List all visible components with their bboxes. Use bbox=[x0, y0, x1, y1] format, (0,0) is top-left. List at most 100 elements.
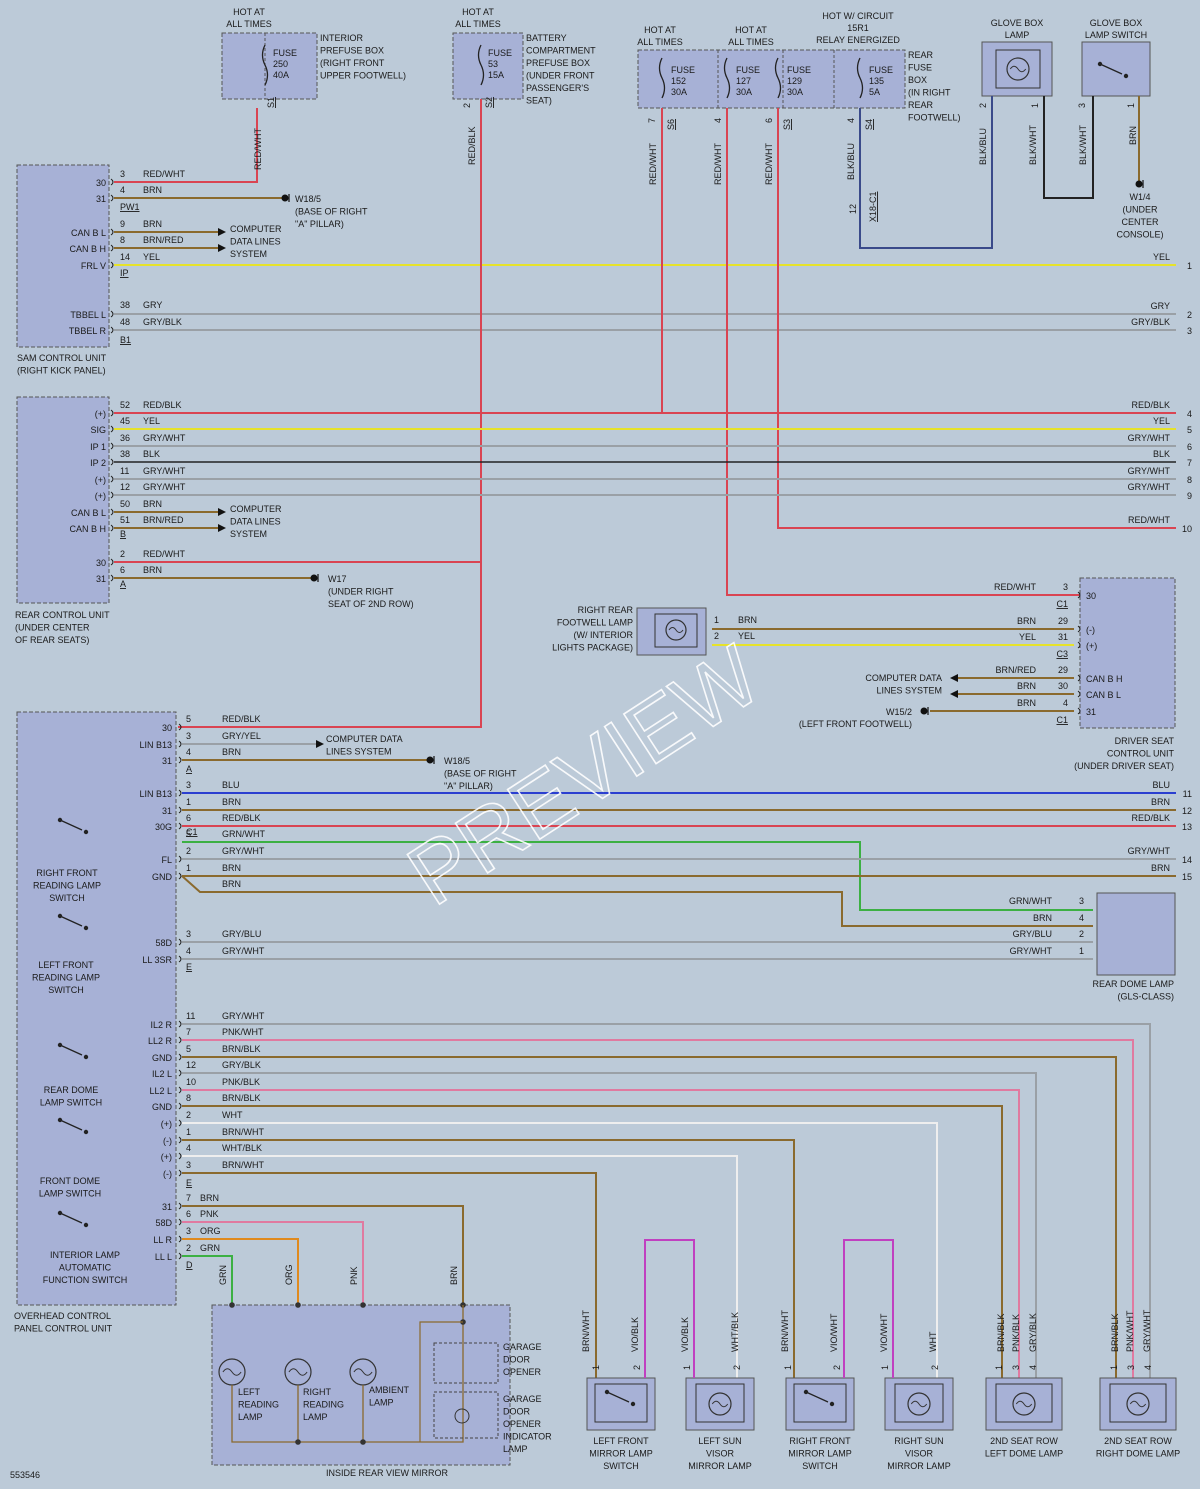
wire-color: WHT/BLK bbox=[222, 1143, 262, 1153]
wire-fuse135 bbox=[859, 96, 993, 249]
lamp-icon bbox=[1006, 57, 1030, 81]
ground-label: (BASE OF RIGHT bbox=[295, 207, 368, 217]
wire-color: GRY bbox=[1151, 301, 1170, 311]
bottom-component-5 bbox=[1099, 1377, 1177, 1431]
lamp-icon bbox=[1126, 1392, 1150, 1416]
fuse-label: FUSE bbox=[671, 65, 695, 75]
computer-data-lines-label: COMPUTER bbox=[230, 224, 282, 234]
hot-label: RELAY ENERGIZED bbox=[816, 35, 900, 45]
pin: 1 bbox=[591, 1365, 601, 1370]
pin: 3 bbox=[186, 929, 191, 939]
pin-icon bbox=[178, 1053, 182, 1061]
bottom-component-2 bbox=[785, 1377, 855, 1431]
pin: 50 bbox=[120, 499, 130, 509]
pin-label: CAN B L bbox=[1086, 690, 1121, 700]
wire-color: VIO/WHT bbox=[879, 1313, 889, 1352]
pin: 3 bbox=[1011, 1365, 1021, 1370]
pin: 1 bbox=[186, 797, 191, 807]
switch-label: SWITCH bbox=[49, 893, 85, 903]
ground-icon bbox=[1135, 180, 1143, 188]
pin: 36 bbox=[120, 433, 130, 443]
inside-rear-view-mirror-label: INSIDE REAR VIEW MIRROR bbox=[326, 1468, 449, 1478]
wire-sam-30 bbox=[114, 108, 258, 183]
wire-number: 1 bbox=[1187, 261, 1192, 271]
pin-icon bbox=[178, 1069, 182, 1077]
pin-icon bbox=[110, 558, 114, 566]
pin-icon bbox=[178, 1169, 182, 1177]
fuse-label: FUSE bbox=[787, 65, 811, 75]
pin-icon bbox=[110, 194, 114, 202]
pin-label: 30 bbox=[96, 558, 106, 568]
pin: 45 bbox=[120, 416, 130, 426]
garage-door-opener-indicator-label: INDICATOR bbox=[503, 1432, 552, 1442]
wire-color: BLK/BLU bbox=[978, 128, 988, 165]
lamp-housing bbox=[995, 49, 1041, 89]
wire-color: BRN/WHT bbox=[581, 1310, 591, 1352]
right-rear-footwell-lamp-label: FOOTWELL LAMP bbox=[557, 618, 633, 628]
connector-label: S4 bbox=[864, 119, 874, 130]
wire-color: BLK bbox=[1153, 449, 1170, 459]
pin: 1 bbox=[994, 1365, 1004, 1370]
pin: 38 bbox=[120, 300, 130, 310]
wire-color: BRN bbox=[1151, 863, 1170, 873]
ground-label: W18/5 bbox=[295, 194, 321, 204]
pin-label: 30G bbox=[155, 822, 172, 832]
bottom-component-label: 2ND SEAT ROW bbox=[1104, 1436, 1172, 1446]
pin-label: LL2 L bbox=[149, 1086, 172, 1096]
hot-label: ALL TIMES bbox=[637, 37, 683, 47]
pin: 12 bbox=[848, 204, 858, 214]
wire-color: YEL bbox=[1153, 416, 1170, 426]
lamp-icon bbox=[711, 1400, 729, 1408]
wire-color: PNK/BLK bbox=[1011, 1314, 1021, 1352]
rear-fuse-box-label: REAR bbox=[908, 50, 934, 60]
wire-fuse127 bbox=[726, 108, 1080, 596]
rear-control-unit-label: OF REAR SEATS) bbox=[15, 635, 89, 645]
pin: 1 bbox=[880, 1365, 890, 1370]
switch-label: LAMP SWITCH bbox=[40, 1098, 102, 1108]
pin: 14 bbox=[120, 252, 130, 262]
garage-door-opener-label: OPENER bbox=[503, 1367, 542, 1377]
pin-label: GND bbox=[152, 1053, 173, 1063]
pin: 7 bbox=[186, 1193, 191, 1203]
wire-color: YEL bbox=[738, 631, 755, 641]
connector-label: E bbox=[186, 962, 192, 972]
wire-color: GRN/WHT bbox=[1009, 896, 1052, 906]
wire-color: BRN bbox=[449, 1266, 459, 1285]
wire-color: GRY/BLU bbox=[222, 929, 261, 939]
fuse-label: 129 bbox=[787, 76, 802, 86]
lamp-housing bbox=[894, 1383, 944, 1423]
ground-label: W17 bbox=[328, 574, 347, 584]
pin: 4 bbox=[186, 747, 191, 757]
wire-color: GRN bbox=[218, 1265, 228, 1285]
wire-color: PNK/WHT bbox=[222, 1027, 264, 1037]
fuse-label: 152 bbox=[671, 76, 686, 86]
fuse-label: 250 bbox=[273, 59, 288, 69]
pin-icon bbox=[1077, 591, 1081, 599]
indicator-icon bbox=[454, 1408, 470, 1424]
lamp-icon bbox=[665, 619, 687, 641]
pin-label: CAN B H bbox=[1086, 674, 1123, 684]
rear-control-unit bbox=[16, 396, 110, 604]
pin-label: 30 bbox=[162, 723, 172, 733]
wire-ohc-d bbox=[182, 1023, 1151, 1378]
splice-dot bbox=[229, 1302, 235, 1308]
wire-gdo bbox=[419, 1321, 463, 1442]
pin-icon bbox=[178, 789, 182, 797]
wire-color: BRN/RED bbox=[143, 515, 184, 525]
wire-vio-right bbox=[843, 1239, 894, 1378]
wire-color: GRY/WHT bbox=[222, 946, 265, 956]
pin-label: TBBEL R bbox=[69, 326, 107, 336]
wire-fuse129 bbox=[777, 108, 1176, 529]
pin-label: 31 bbox=[1086, 707, 1096, 717]
wire-color: BRN bbox=[200, 1193, 219, 1203]
ground-label: (LEFT FRONT FOOTWELL) bbox=[799, 719, 912, 729]
wire-color: GRY/BLK bbox=[1131, 317, 1170, 327]
pin-icon bbox=[178, 855, 182, 863]
pin: 6 bbox=[120, 565, 125, 575]
driver-seat-control-unit-label: CONTROL UNIT bbox=[1107, 749, 1175, 759]
bottom-component-label: MIRROR LAMP bbox=[688, 1461, 752, 1471]
pin: 4 bbox=[713, 118, 723, 123]
wire-brn-rdl bbox=[181, 875, 1093, 927]
pin-icon bbox=[178, 1136, 182, 1144]
pin: 2 bbox=[462, 103, 472, 108]
